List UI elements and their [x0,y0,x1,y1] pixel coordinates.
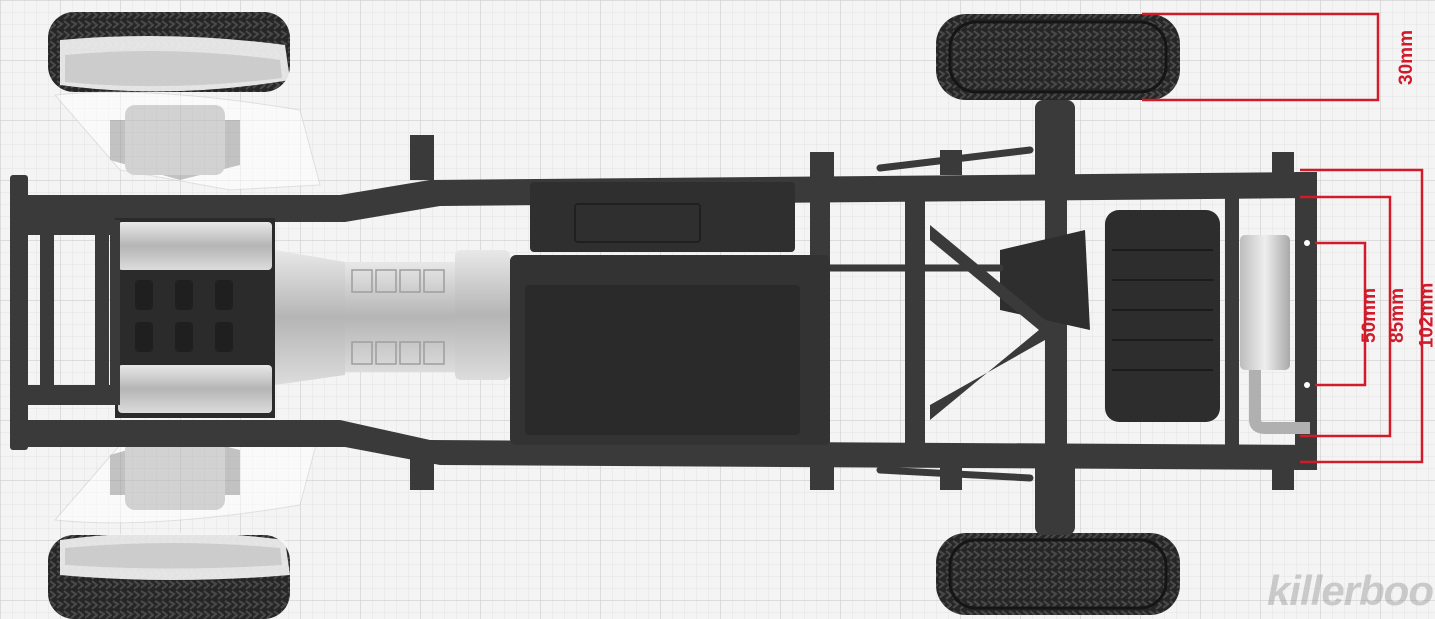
muffler [1240,235,1310,434]
fuel-tank [1105,210,1220,422]
dimension-lines [1142,12,1424,464]
front-left-wheel [48,12,290,92]
dim-102mm-line [1300,168,1424,464]
watermark-logo: killerboo [1266,567,1434,614]
dim-30mm-line [1142,12,1380,102]
battery-tray [510,182,830,445]
dim-label-102mm: 102mm [1416,282,1435,349]
dim-label-30mm: 30mm [1395,30,1417,85]
dim-50mm-line [1315,241,1367,387]
dim-label-50mm: 50mm [1358,288,1380,343]
rear-right-wheel [936,533,1180,615]
dimension-points [1304,240,1310,388]
suspension-links [826,146,1034,482]
front-right-wheel [48,532,290,619]
engine [40,218,275,418]
front-suspension [53,91,321,524]
rear-left-wheel [936,14,1180,100]
dim-85mm-line [1300,195,1392,438]
transmission [275,250,510,385]
dim-label-85mm: 85mm [1386,288,1408,343]
